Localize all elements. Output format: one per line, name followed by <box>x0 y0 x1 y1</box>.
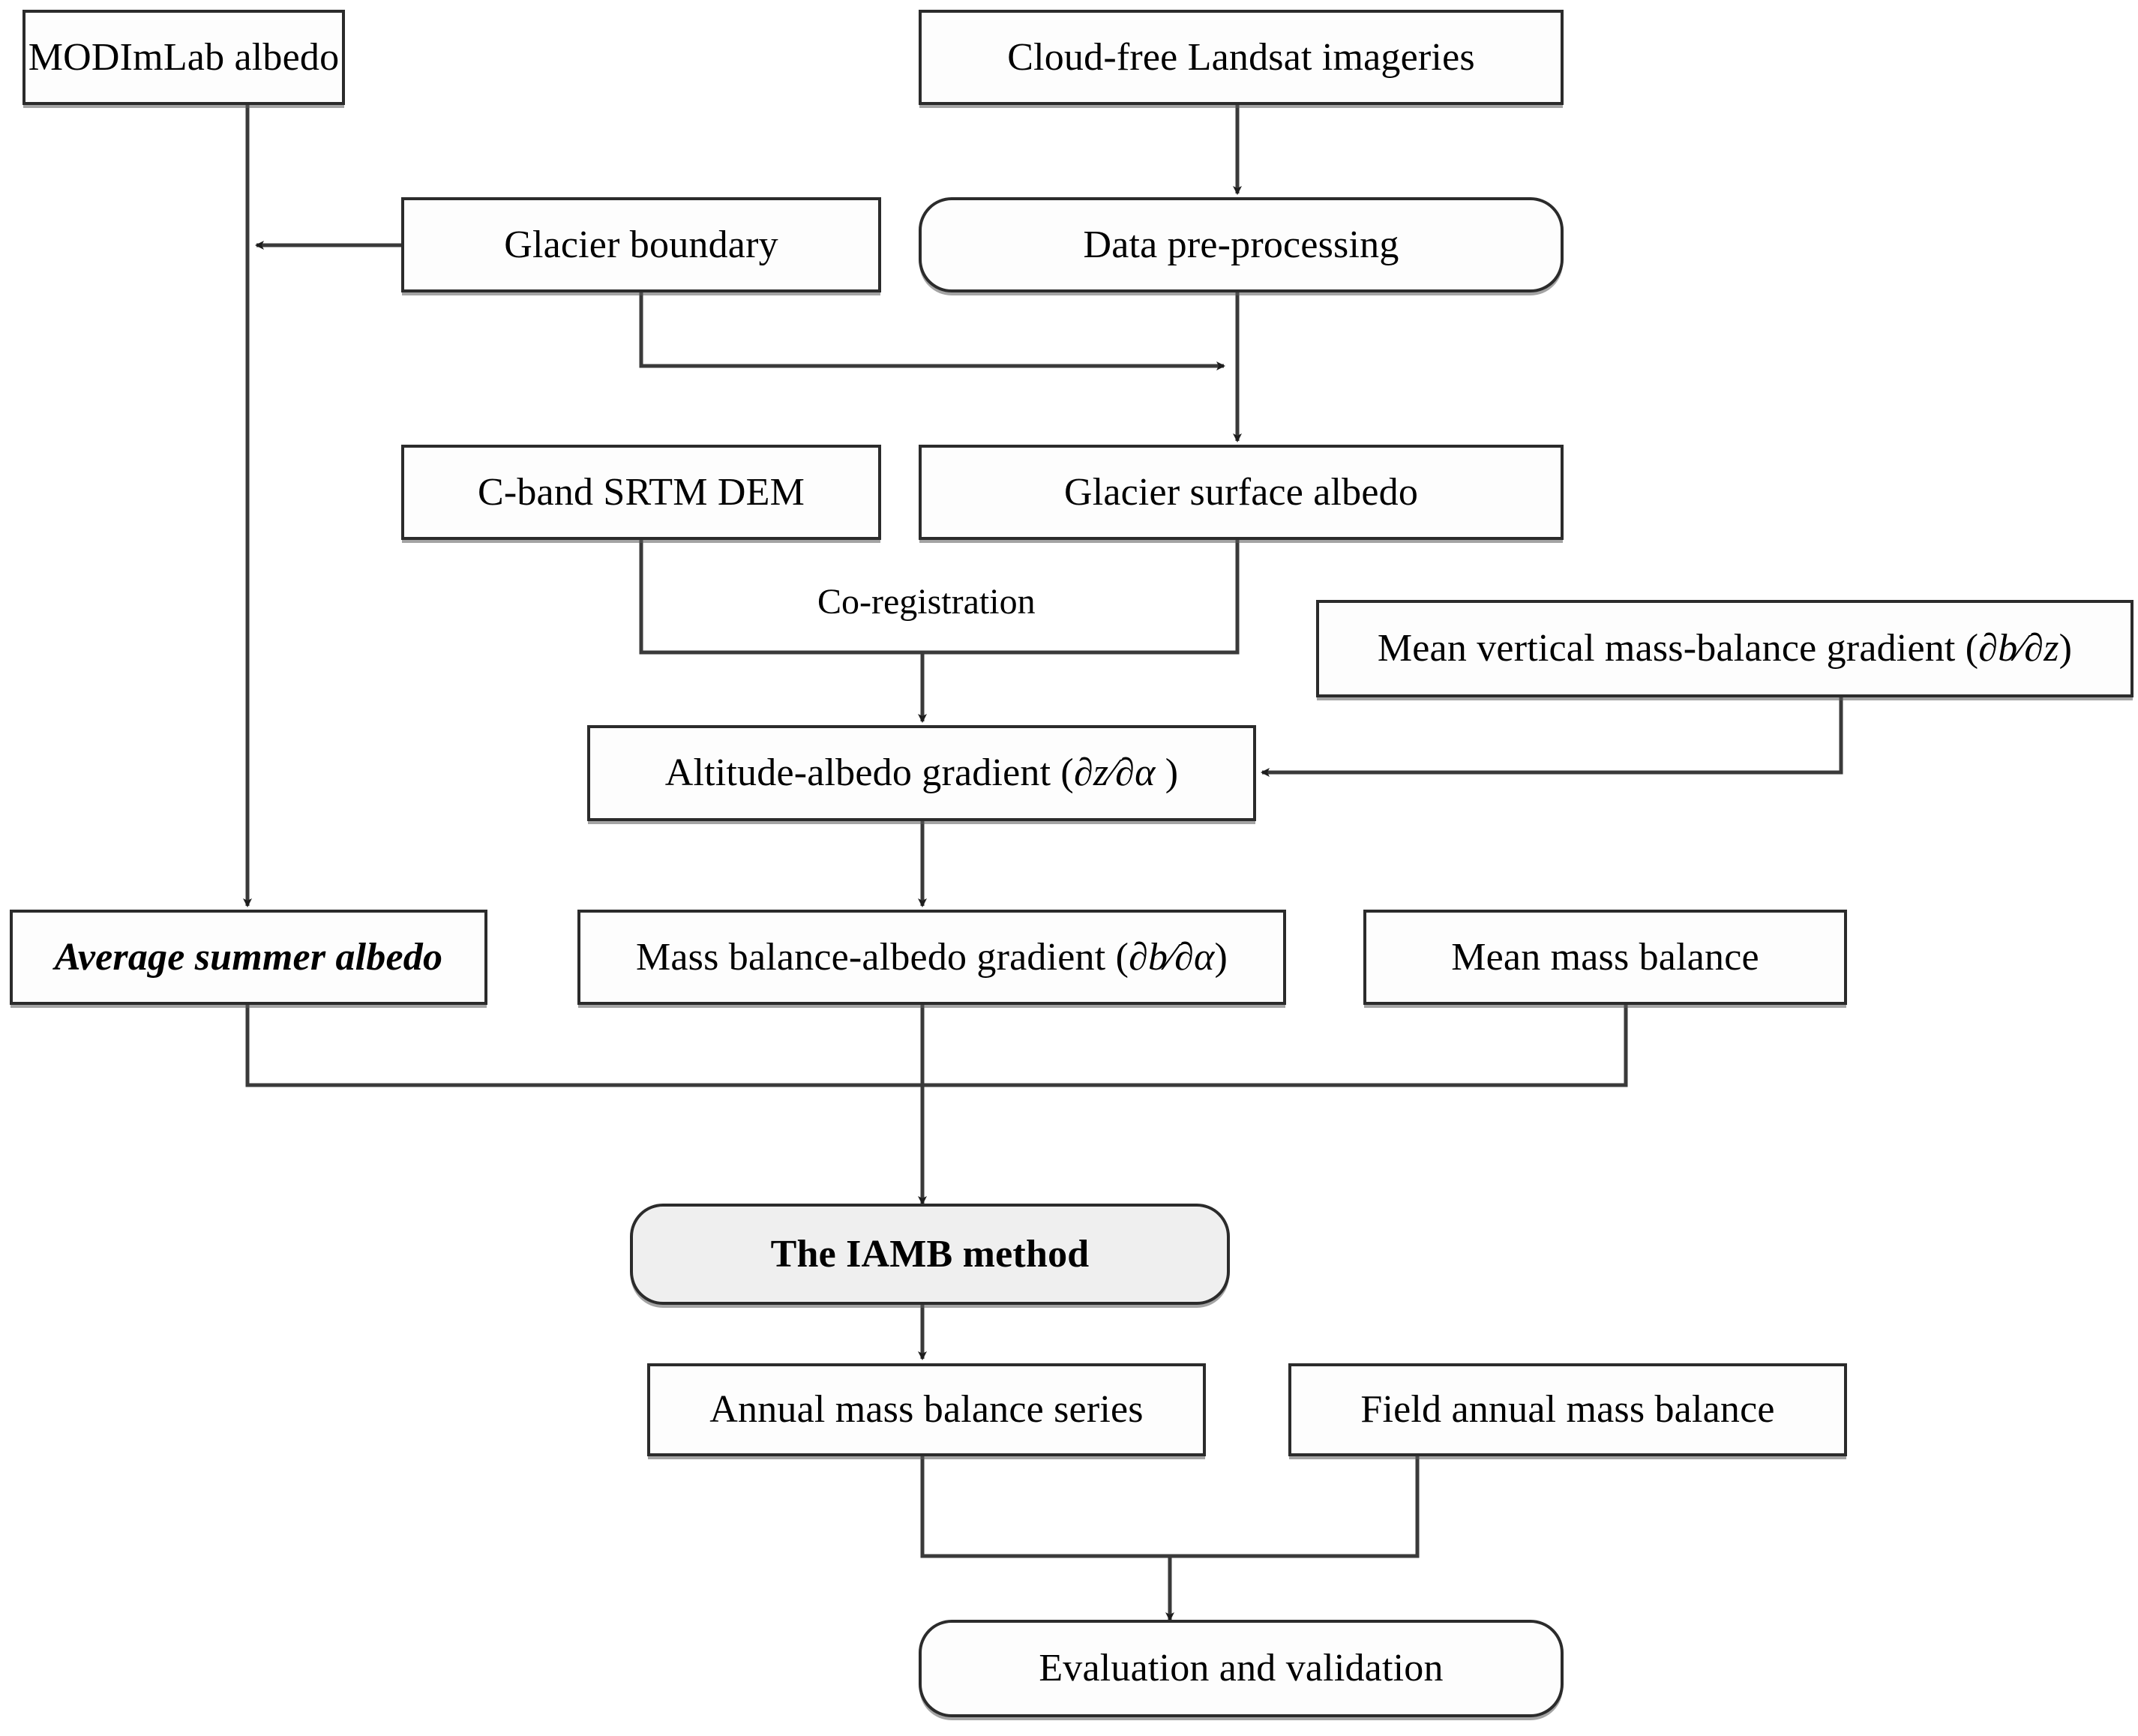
node-field-annual-mass-balance[interactable]: Field annual mass balance <box>1288 1363 1847 1456</box>
node-evaluation-validation[interactable]: Evaluation and validation <box>919 1620 1564 1717</box>
node-mean-mass-balance[interactable]: Mean mass balance <box>1363 910 1847 1005</box>
node-label: Field annual mass balance <box>1360 1388 1775 1432</box>
node-label-suffix: ) <box>2059 627 2073 670</box>
edge-label-co-registration: Co-registration <box>817 582 1036 622</box>
node-label-numerator: ∂b <box>1129 935 1168 979</box>
node-label-denominator: ∂α <box>1115 751 1156 795</box>
node-label-prefix: Mean vertical mass-balance gradient ( <box>1377 627 1979 670</box>
node-annual-mass-balance-series[interactable]: Annual mass balance series <box>647 1363 1206 1456</box>
node-label: Annual mass balance series <box>709 1388 1144 1432</box>
edge-boundary-to-albedo-line <box>639 292 1225 370</box>
node-label: Average summer albedo <box>54 935 443 979</box>
node-label: Altitude-albedo gradient (∂z⁄∂α ) <box>664 751 1179 795</box>
node-label: MODImLab albedo <box>28 35 340 79</box>
edge-validation-merge-bar <box>920 1455 1420 1558</box>
node-label-prefix: Altitude-albedo gradient ( <box>664 751 1074 795</box>
node-label: The IAMB method <box>770 1232 1090 1276</box>
node-glacier-boundary[interactable]: Glacier boundary <box>401 197 881 292</box>
node-label: Glacier surface albedo <box>1063 470 1419 514</box>
node-label: Mean mass balance <box>1451 935 1759 979</box>
node-label: C-band SRTM DEM <box>477 470 805 514</box>
node-cband-srtm-dem[interactable]: C-band SRTM DEM <box>401 445 881 540</box>
node-label-denominator: ∂α <box>1174 935 1215 979</box>
node-data-preprocessing[interactable]: Data pre-processing <box>919 197 1564 292</box>
node-iamb-method[interactable]: The IAMB method <box>630 1204 1230 1305</box>
node-mean-vertical-mass-balance-gradient[interactable]: Mean vertical mass-balance gradient (∂b⁄… <box>1316 600 2134 697</box>
edge-merge-bar-to-iamb <box>245 1005 1628 1087</box>
node-cloud-free-landsat[interactable]: Cloud-free Landsat imageries <box>919 10 1564 105</box>
node-label-suffix: ) <box>1214 935 1228 979</box>
node-label-numerator: ∂z <box>1073 751 1109 795</box>
edge-vertical-gradient-to-altitude-gradient <box>1261 697 1843 777</box>
node-label-denominator: ∂z <box>2024 627 2059 670</box>
node-average-summer-albedo[interactable]: Average summer albedo <box>10 910 487 1005</box>
node-altitude-albedo-gradient[interactable]: Altitude-albedo gradient (∂z⁄∂α ) <box>587 725 1256 821</box>
node-label: Glacier boundary <box>504 223 778 266</box>
node-glacier-surface-albedo[interactable]: Glacier surface albedo <box>919 445 1564 540</box>
node-label-numerator: ∂b <box>1978 627 2018 670</box>
node-label: Mean vertical mass-balance gradient (∂b⁄… <box>1377 627 2073 670</box>
node-label-prefix: Mass balance-albedo gradient ( <box>635 935 1129 979</box>
node-label-suffix: ) <box>1155 751 1179 795</box>
node-label: Mass balance-albedo gradient (∂b⁄∂α) <box>635 935 1228 979</box>
node-label: Data pre-processing <box>1083 223 1399 266</box>
node-mass-balance-albedo-gradient[interactable]: Mass balance-albedo gradient (∂b⁄∂α) <box>577 910 1286 1005</box>
node-label: Cloud-free Landsat imageries <box>1007 35 1475 79</box>
node-modimlab-albedo[interactable]: MODImLab albedo <box>22 10 345 105</box>
node-label: Evaluation and validation <box>1039 1647 1444 1690</box>
